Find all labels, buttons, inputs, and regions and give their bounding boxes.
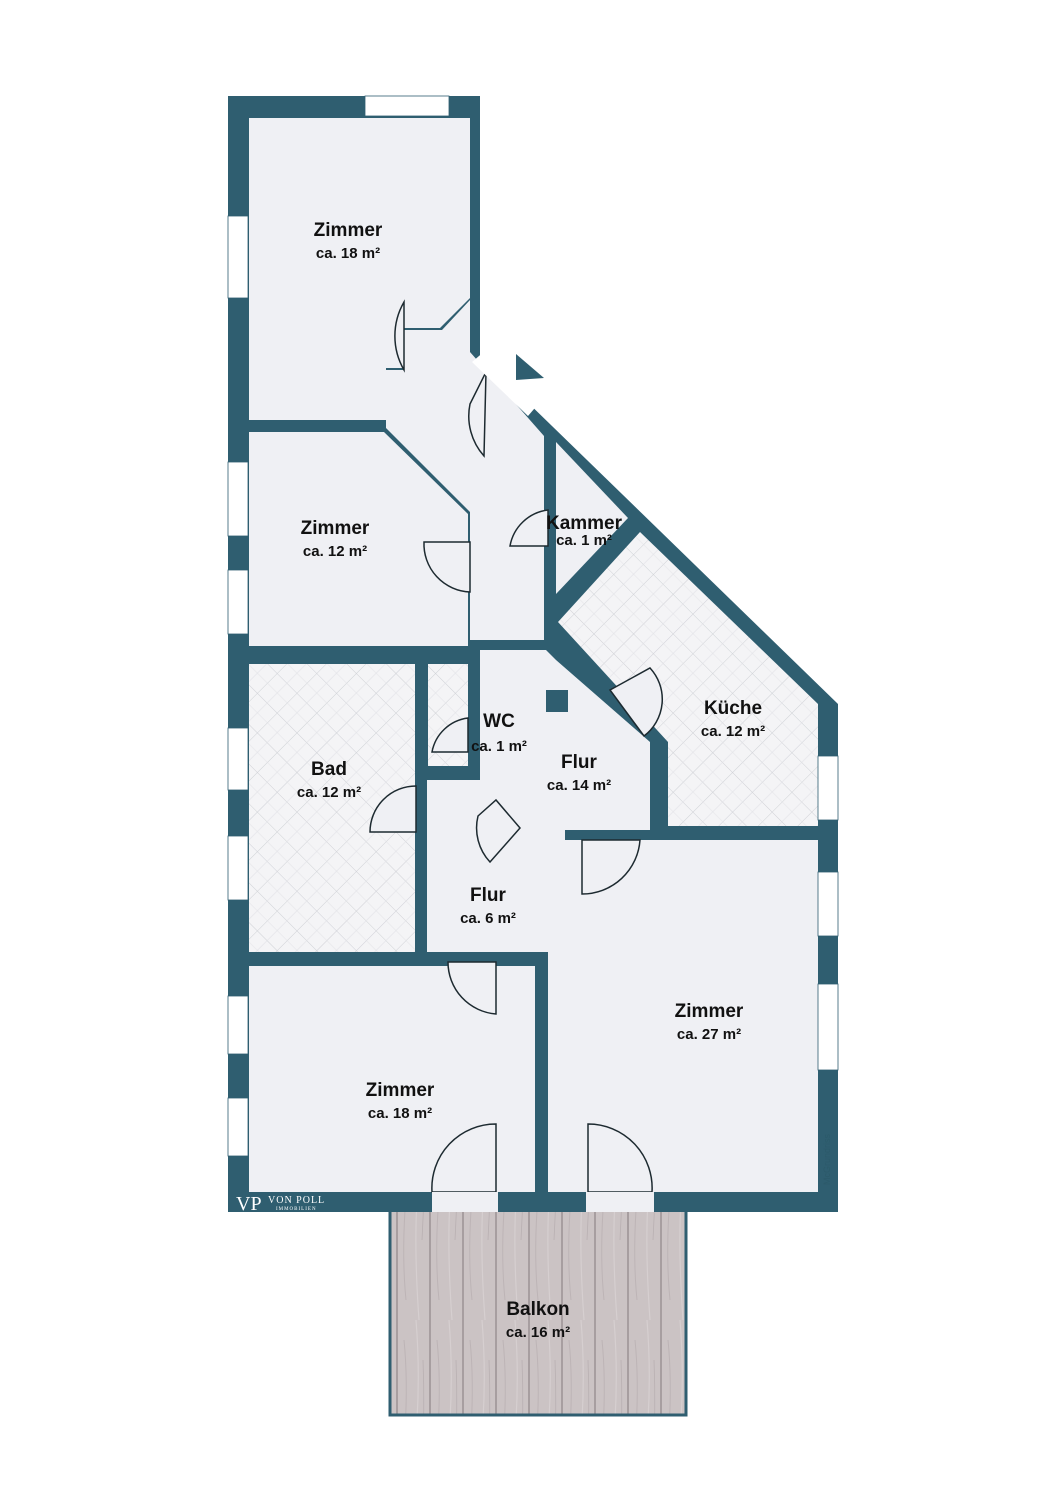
- logo-sub: IMMOBILIEN: [276, 1207, 317, 1212]
- room-area-zimmer-w: ca. 12 m²: [303, 543, 367, 560]
- floor-kammer: [556, 442, 628, 594]
- window: [227, 215, 249, 299]
- room-name-zimmer-e: Zimmer: [675, 1001, 744, 1022]
- window: [817, 871, 839, 937]
- room-area-flur-small: ca. 6 m²: [460, 910, 516, 927]
- room-area-zimmer-sw: ca. 18 m²: [368, 1105, 432, 1122]
- mcgrundriss-credit: McGrundriss: [822, 1133, 832, 1185]
- window: [817, 755, 839, 821]
- room-name-bad: Bad: [311, 759, 347, 780]
- room-name-flur-small: Flur: [470, 885, 506, 906]
- floor-zimmer-w: [249, 432, 468, 646]
- room-area-kammer: ca. 1 m²: [556, 532, 612, 549]
- door: [581, 839, 641, 895]
- von-poll-logo: VP VON POLL IMMOBILIEN: [236, 1193, 325, 1215]
- room-name-flur-main: Flur: [561, 752, 597, 773]
- window: [817, 983, 839, 1071]
- room-area-balkon: ca. 16 m²: [506, 1324, 570, 1341]
- door: [394, 299, 405, 373]
- room-area-zimmer-e: ca. 27 m²: [677, 1026, 741, 1043]
- floor-zimmer-e: [548, 840, 818, 1192]
- room-name-balkon: Balkon: [506, 1299, 569, 1320]
- door: [509, 509, 549, 547]
- floor-kueche: [558, 532, 818, 826]
- room-name-kueche: Küche: [704, 698, 762, 719]
- door: [431, 1123, 497, 1193]
- window: [227, 835, 249, 901]
- windows: [227, 95, 839, 1157]
- room-area-zimmer-nw: ca. 18 m²: [316, 245, 380, 262]
- shaft: [546, 690, 568, 712]
- room-name-zimmer-w: Zimmer: [301, 518, 370, 539]
- logo-mark: VP: [236, 1193, 262, 1215]
- door: [423, 541, 471, 593]
- room-name-zimmer-nw: Zimmer: [314, 220, 383, 241]
- balcony-door-gap: [586, 1192, 654, 1212]
- room-area-kueche: ca. 12 m²: [701, 723, 765, 740]
- room-area-flur-main: ca. 14 m²: [547, 777, 611, 794]
- window: [227, 727, 249, 791]
- door: [468, 371, 487, 458]
- door: [447, 961, 497, 1015]
- door: [587, 1123, 653, 1193]
- window: [227, 461, 249, 537]
- room-name-kammer: Kammer: [546, 513, 623, 534]
- floor-corridor: [386, 300, 544, 640]
- room-area-bad: ca. 12 m²: [297, 784, 361, 801]
- window: [227, 569, 249, 635]
- floor-zimmer-nw: [249, 118, 470, 420]
- balcony: [388, 1208, 688, 1417]
- balcony-door-gap: [432, 1192, 498, 1212]
- room-name-zimmer-sw: Zimmer: [366, 1080, 435, 1101]
- window: [364, 95, 450, 117]
- door: [608, 667, 664, 738]
- window: [227, 995, 249, 1055]
- room-area-wc: ca. 1 m²: [471, 738, 527, 755]
- door: [431, 717, 469, 753]
- door: [369, 785, 417, 833]
- logo-name: VON POLL: [268, 1195, 325, 1206]
- entrance-arrow-icon: [516, 354, 544, 380]
- doors: [369, 299, 664, 1193]
- window: [227, 1097, 249, 1157]
- room-labels: Zimmer ca. 18 m² Zimmer ca. 12 m² Kammer…: [297, 220, 765, 1341]
- door: [475, 798, 521, 864]
- room-name-wc: WC: [483, 711, 515, 732]
- entrance-opening: [472, 350, 540, 416]
